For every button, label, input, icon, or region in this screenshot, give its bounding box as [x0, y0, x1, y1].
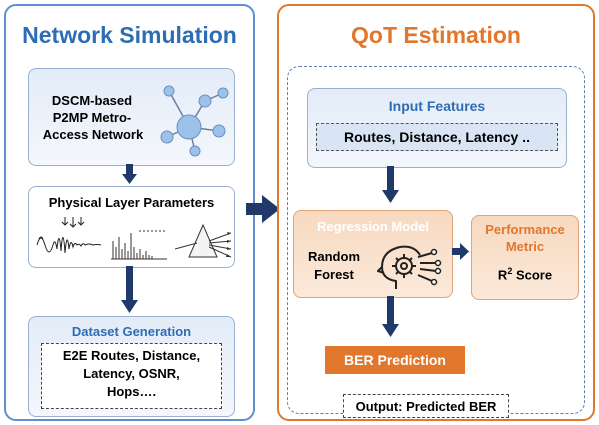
regression-model-title: Regression Model — [317, 219, 429, 234]
ber-prediction-box: BER Prediction — [325, 346, 465, 374]
r2-score-rest: Score — [512, 267, 553, 283]
network-simulation-title: Network Simulation — [22, 22, 237, 48]
arrow-simulation-to-qot — [262, 195, 280, 223]
dataset-details-box: E2E Routes, Distance, Latency, OSNR, Hop… — [41, 343, 222, 409]
prism-icon — [175, 223, 232, 258]
performance-metric-box: Performance Metric R2 Score — [471, 215, 579, 300]
output-text: Output: Predicted BER — [355, 399, 497, 414]
physical-layer-title: Physical Layer Parameters — [48, 195, 215, 210]
arrow-physical-to-dataset — [121, 300, 138, 313]
qot-estimation-panel: QoT Estimation Input Features Routes, Di… — [277, 4, 595, 421]
r2-score-sup: 2 — [507, 266, 513, 276]
input-features-box: Input Features Routes, Distance, Latency… — [307, 88, 567, 168]
input-features-list: Routes, Distance, Latency .. — [316, 123, 558, 151]
performance-line1: Performance — [485, 222, 565, 237]
arrow-network-to-physical — [122, 174, 137, 184]
dataset-line2: Latency, OSNR, — [83, 366, 180, 381]
waveform-icon — [36, 217, 102, 254]
dataset-line3: Hops…. — [106, 384, 157, 399]
regression-line1: Random — [308, 249, 360, 264]
regression-model-box: Regression Model Random Forest — [293, 210, 453, 298]
arrow-input-to-regression — [382, 190, 399, 203]
dataset-line1: E2E Routes, Distance, — [62, 348, 201, 363]
regression-line2: Forest — [314, 267, 354, 282]
r2-score-label: R2 Score — [472, 266, 578, 282]
output-predicted-ber: Output: Predicted BER — [343, 394, 509, 418]
network-box-line3: Access Network — [42, 127, 144, 142]
spectrum-icon — [111, 230, 167, 260]
dataset-generation-title: Dataset Generation — [71, 324, 192, 339]
ai-chip-head-icon — [377, 245, 442, 289]
network-graph-icon — [160, 85, 229, 157]
qot-estimation-title: QoT Estimation — [351, 22, 521, 48]
input-features-text: Routes, Distance, Latency .. — [344, 129, 530, 145]
arrow-regression-to-metric — [460, 243, 469, 260]
input-features-title: Input Features — [388, 98, 486, 114]
r2-score-r: R — [497, 267, 508, 283]
arrow-regression-to-ber — [382, 324, 399, 337]
ber-prediction-text: BER Prediction — [344, 352, 446, 368]
dataset-generation-box: Dataset Generation E2E Routes, Distance,… — [28, 316, 235, 417]
network-box-line2: P2MP Metro- — [52, 110, 132, 125]
network-box-line1: DSCM-based — [51, 93, 133, 108]
physical-layer-box: Physical Layer Parameters — [28, 186, 235, 268]
network-simulation-panel: Network Simulation DSCM-based P2MP Metro… — [4, 4, 255, 421]
performance-line2: Metric — [505, 239, 545, 254]
